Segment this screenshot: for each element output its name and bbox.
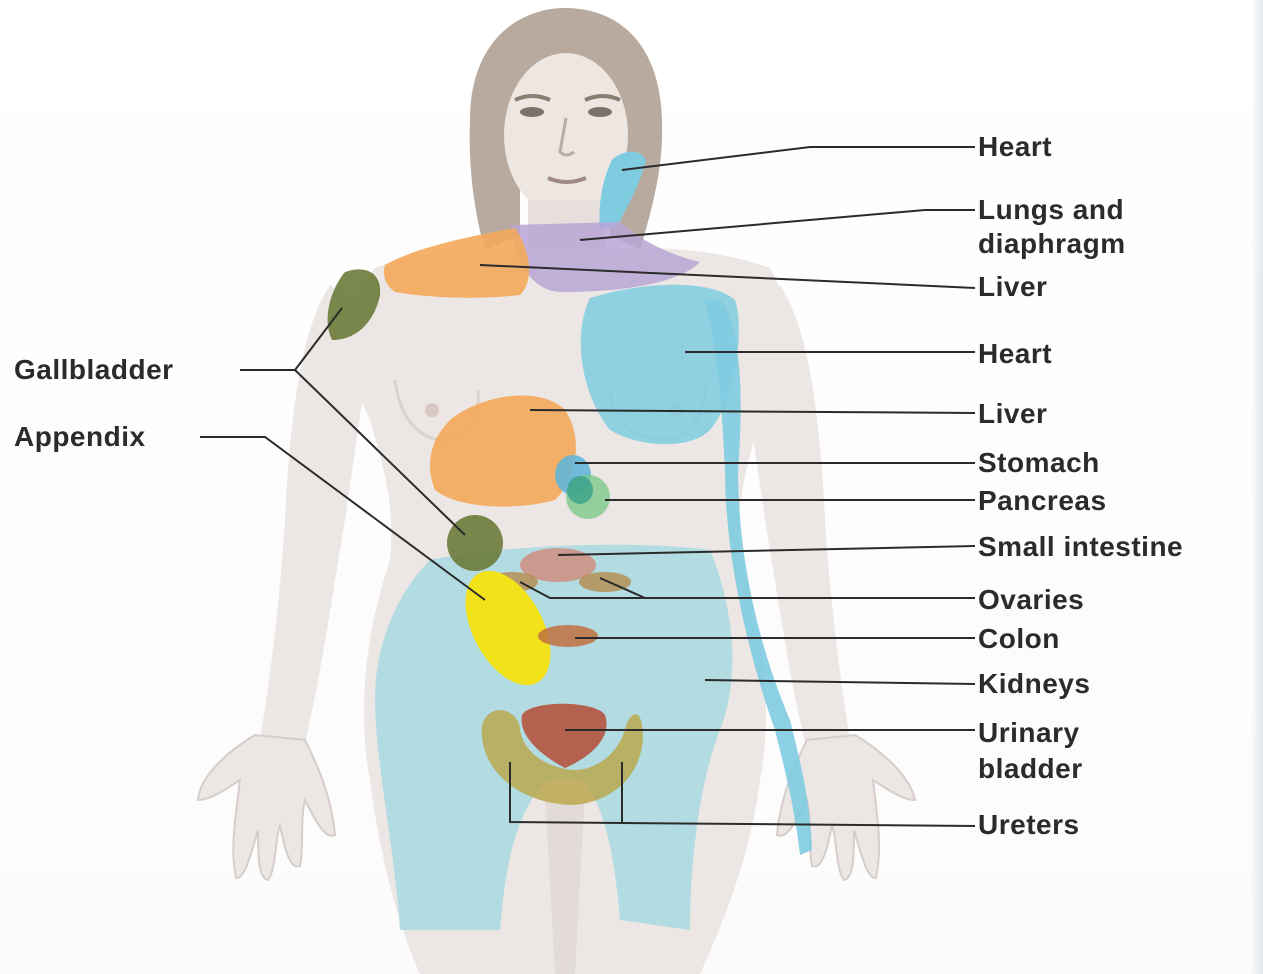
label-colon: Colon — [978, 622, 1060, 656]
label-lungs-line1: Lungs and — [978, 193, 1124, 227]
label-heart-chest: Heart — [978, 337, 1052, 371]
liver-shoulder-zone — [384, 228, 529, 298]
label-lungs-line2: diaphragm — [978, 227, 1126, 261]
label-liver-abdomen: Liver — [978, 397, 1047, 431]
right-eye — [588, 107, 612, 117]
leader-heart-face — [622, 147, 975, 170]
left-hand — [198, 735, 335, 880]
label-kidneys: Kidneys — [978, 667, 1090, 701]
label-ureters: Ureters — [978, 808, 1080, 842]
label-small-intestine: Small intestine — [978, 530, 1183, 564]
label-pancreas: Pancreas — [978, 484, 1107, 518]
label-bladder-line2: bladder — [978, 752, 1083, 786]
label-liver-shoulder: Liver — [978, 270, 1047, 304]
label-heart-face: Heart — [978, 130, 1052, 164]
left-nipple — [425, 403, 439, 417]
gallbladder-abdomen-zone — [447, 515, 503, 571]
label-ovaries: Ovaries — [978, 583, 1084, 617]
right-edge-shadow — [1251, 0, 1263, 974]
label-appendix: Appendix — [14, 420, 146, 454]
left-eye — [520, 107, 544, 117]
pancreas-core — [567, 476, 593, 504]
colon-zone — [538, 625, 598, 647]
label-gallbladder: Gallbladder — [14, 353, 174, 387]
label-stomach: Stomach — [978, 446, 1100, 480]
label-bladder-line1: Urinary — [978, 716, 1080, 750]
